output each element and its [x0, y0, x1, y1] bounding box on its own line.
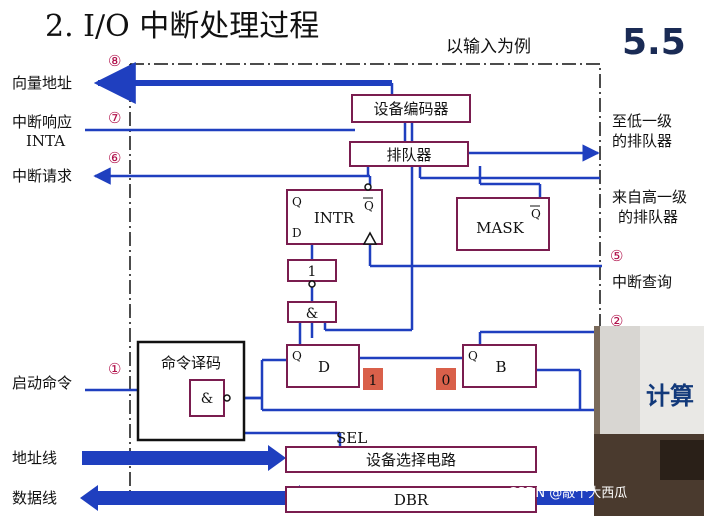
dbr-block: DBR [285, 486, 537, 513]
b-ff-q: Q [468, 349, 478, 363]
state-indicators: 1 0 [363, 368, 456, 390]
subtitle: 以输入为例 [446, 37, 531, 57]
to-lower-label-2: 的排队器 [612, 132, 672, 150]
cmd-and-label: & [201, 391, 213, 407]
intr-d: D [292, 226, 302, 240]
page-title: 2. I/O 中断处理过程 [45, 9, 319, 44]
encoder-block: 设备编码器 [351, 94, 471, 123]
vector-address-label: 向量地址 [12, 74, 72, 92]
intr-q-bar: Q [364, 199, 374, 213]
start-cmd-label: 启动命令 [12, 374, 72, 392]
camera-sign-text: 计算 [646, 382, 694, 410]
right-labels: 至低一级 的排队器 来自高一级 的排队器 中断查询 [612, 112, 687, 291]
sel-label: SEL [336, 429, 367, 447]
intr-block: Q Q D INTR [286, 183, 383, 245]
address-bus-arrow [82, 445, 286, 471]
dev-select-block: 设备选择电路 [285, 446, 537, 473]
b-ff-label: B [495, 358, 506, 376]
camera-overlay: 计算 [594, 326, 704, 516]
from-higher-label-1: 来自高一级 [612, 188, 687, 206]
d-state-value: 1 [369, 373, 378, 389]
and-gate-label: & [306, 306, 318, 322]
int-query-label: 中断查询 [612, 273, 672, 291]
b-state-value: 0 [442, 373, 451, 389]
to-lower-label-1: 至低一级 [612, 112, 672, 130]
left-labels: 向量地址 中断响应 INTA 中断请求 启动命令 地址线 数据线 [12, 74, 72, 507]
encoder-label: 设备编码器 [373, 100, 448, 118]
data-bus-arrow [80, 485, 285, 511]
cmd-decode-label: 命令译码 [161, 354, 221, 372]
step-2: ② [610, 312, 623, 330]
step-6: ⑥ [108, 149, 121, 167]
dbr-label: DBR [394, 491, 429, 509]
watermark: CSDN @敲个大西瓜 [508, 485, 627, 501]
d-flipflop: Q D [286, 344, 360, 388]
d-ff-q: Q [292, 349, 302, 363]
step-8: ⑧ [108, 52, 121, 70]
int-request-label: 中断请求 [12, 167, 72, 185]
address-line-label: 地址线 [12, 449, 57, 467]
and-gate-block: & [287, 301, 337, 323]
queue-label: 排队器 [386, 146, 431, 164]
intr-label: INTR [314, 209, 355, 227]
mask-label: MASK [476, 219, 524, 237]
mask-block: MASK Q [456, 197, 550, 251]
queue-block: 排队器 [349, 141, 469, 167]
from-higher-label-2: 的排队器 [618, 208, 678, 226]
int-response-label: 中断响应 [12, 113, 72, 131]
b-flipflop: Q B [462, 344, 537, 388]
mask-q-bar: Q [531, 207, 541, 221]
one-block: 1 [287, 259, 337, 288]
step-1: ① [108, 360, 121, 378]
step-numbers: ⑧ ⑦ ⑥ ① ⑤ ② [108, 52, 623, 378]
step-7: ⑦ [108, 109, 121, 127]
cmd-decode-block: 命令译码 & [136, 340, 246, 442]
step-5: ⑤ [610, 247, 623, 265]
data-line-label: 数据线 [12, 489, 57, 507]
dev-select-label: 设备选择电路 [366, 451, 456, 469]
one-label: 1 [308, 264, 317, 280]
d-ff-label: D [318, 358, 330, 376]
inta-label: INTA [26, 132, 65, 150]
intr-q: Q [292, 195, 302, 209]
section-badge: 5.5 [622, 22, 686, 63]
